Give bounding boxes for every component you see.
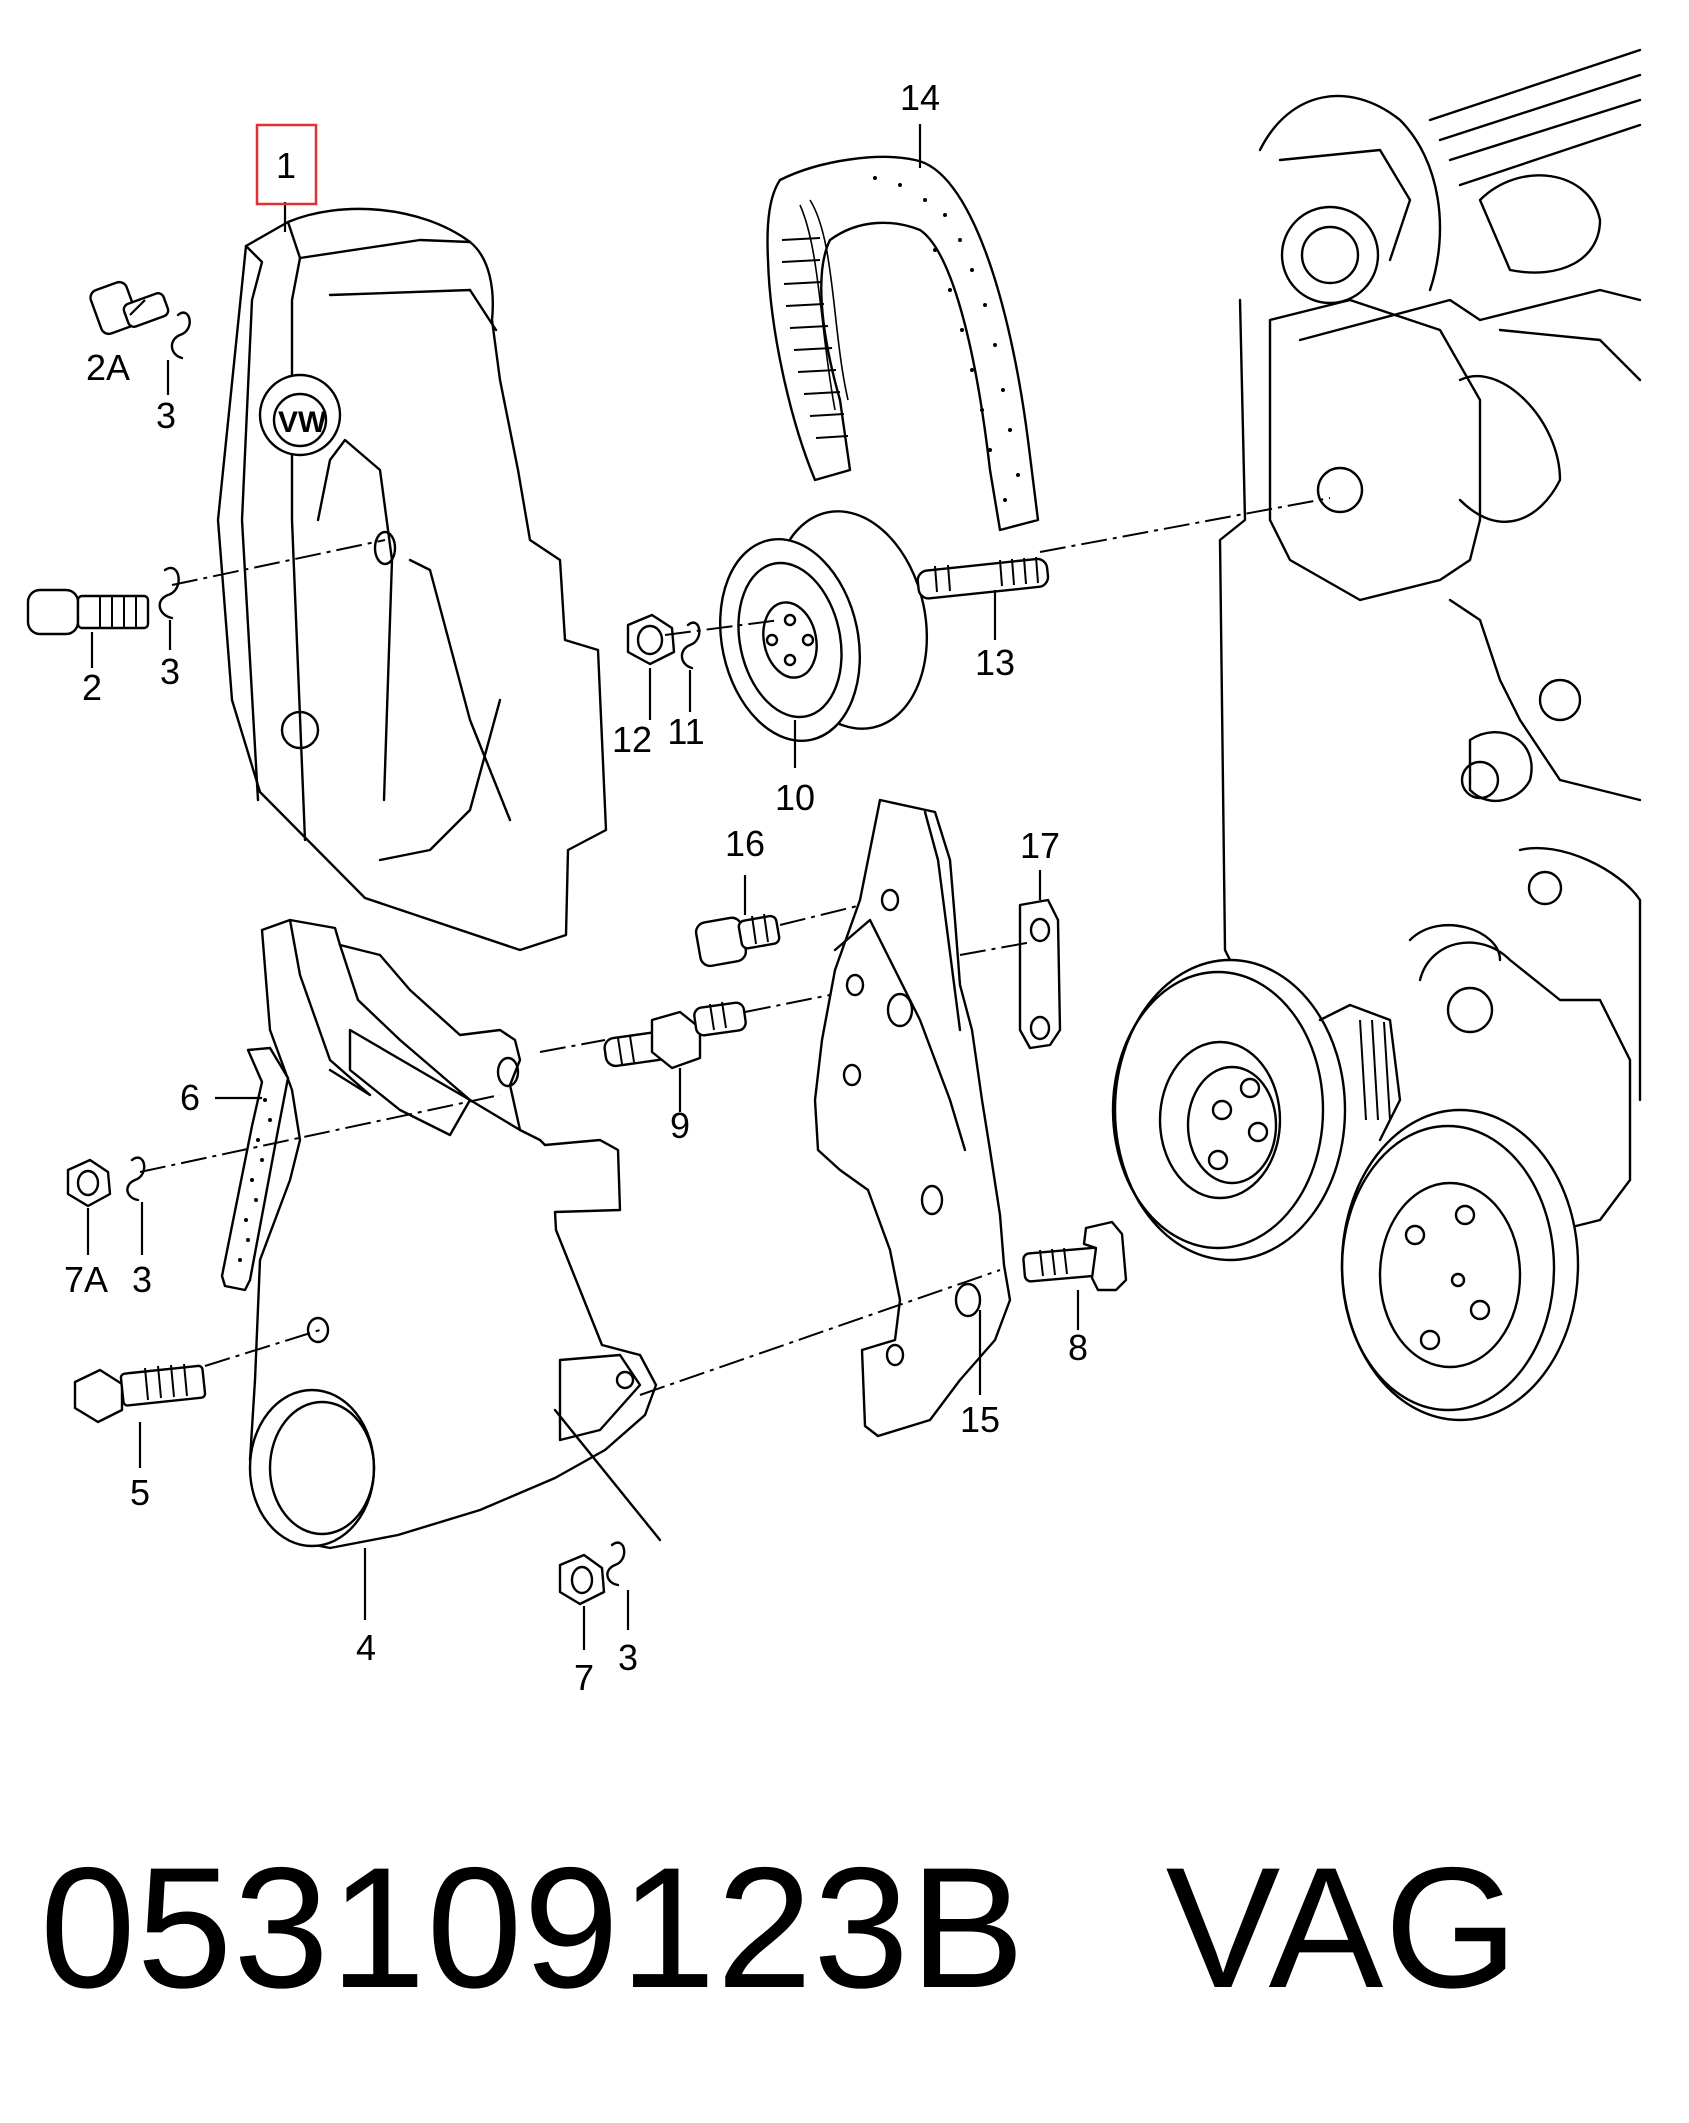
callout-16[interactable]: 16	[725, 823, 765, 864]
callout-1[interactable]: 1	[276, 145, 296, 186]
callout-9[interactable]: 9	[670, 1105, 690, 1146]
callout-7[interactable]: 7	[574, 1657, 594, 1698]
washer-3c-drawing	[126, 1156, 146, 1202]
callout-6[interactable]: 6	[180, 1077, 200, 1118]
callout-3[interactable]: 3	[618, 1637, 638, 1678]
callout-3[interactable]: 3	[160, 651, 180, 692]
stud-9-drawing	[603, 1001, 747, 1070]
callout-13[interactable]: 13	[975, 642, 1015, 683]
callout-10[interactable]: 10	[775, 777, 815, 818]
callout-11[interactable]: 11	[667, 711, 704, 752]
brand-name: VAG	[1165, 1832, 1520, 2024]
callout-2A[interactable]: 2A	[86, 347, 130, 388]
callout-4[interactable]: 4	[356, 1627, 376, 1668]
assembly-line	[639, 1269, 1001, 1396]
callout-5[interactable]: 5	[130, 1472, 150, 1513]
nut-7A-drawing	[66, 1158, 112, 1208]
seal-strip-drawing	[220, 1046, 290, 1292]
part-number: 053109123B	[40, 1832, 1026, 2024]
stud-13-drawing	[916, 556, 1050, 600]
upper-timing-cover-drawing: VW	[216, 207, 608, 952]
callout-12[interactable]: 12	[612, 719, 652, 760]
washer-3b-drawing	[158, 566, 180, 620]
bolt-16-drawing	[694, 913, 781, 968]
callout-8[interactable]: 8	[1068, 1327, 1088, 1368]
tensioner-roller-drawing	[718, 510, 929, 742]
nut-7-drawing	[558, 1553, 606, 1606]
assembly-line	[139, 1094, 501, 1173]
assembly-line	[204, 1329, 321, 1367]
callout-2[interactable]: 2	[82, 667, 102, 708]
crankshaft-pulley-drawing	[1111, 958, 1580, 1422]
callout-17[interactable]: 17	[1020, 825, 1060, 866]
engine-block-drawing	[1218, 48, 1642, 1232]
assembly-line	[539, 1039, 606, 1053]
callout-3[interactable]: 3	[132, 1259, 152, 1300]
washer-11-drawing	[680, 621, 701, 670]
timing-belt-drawing	[766, 155, 1040, 532]
bolt-2-drawing	[26, 588, 150, 636]
callout-14[interactable]: 14	[900, 77, 940, 118]
lower-timing-cover-drawing	[248, 918, 662, 1550]
bolt-5-drawing	[73, 1363, 207, 1424]
assembly-line	[1039, 497, 1331, 553]
leader-lines	[86, 124, 1080, 1650]
callout-15[interactable]: 15	[960, 1399, 1000, 1440]
svg-text:VW: VW	[278, 406, 327, 439]
nut-12-drawing	[626, 613, 676, 666]
bolt-8-drawing	[1022, 1220, 1128, 1292]
callout-7A[interactable]: 7A	[64, 1259, 108, 1300]
plate-17-drawing	[1018, 898, 1062, 1050]
callout-3[interactable]: 3	[156, 395, 176, 436]
rear-cover-drawing	[813, 798, 1012, 1438]
assembly-line	[959, 941, 1033, 956]
highlight-box	[255, 123, 318, 206]
assembly-line	[171, 539, 386, 586]
bolt-2A-drawing	[89, 280, 170, 336]
washer-3d-drawing	[606, 1541, 626, 1587]
callout-labels: 1 14 2A 3 2 3 12 11 13 10 16 17 6 9 7A 3…	[64, 77, 1088, 1698]
assembly-line	[664, 619, 781, 636]
washer-3-drawing	[170, 311, 191, 360]
